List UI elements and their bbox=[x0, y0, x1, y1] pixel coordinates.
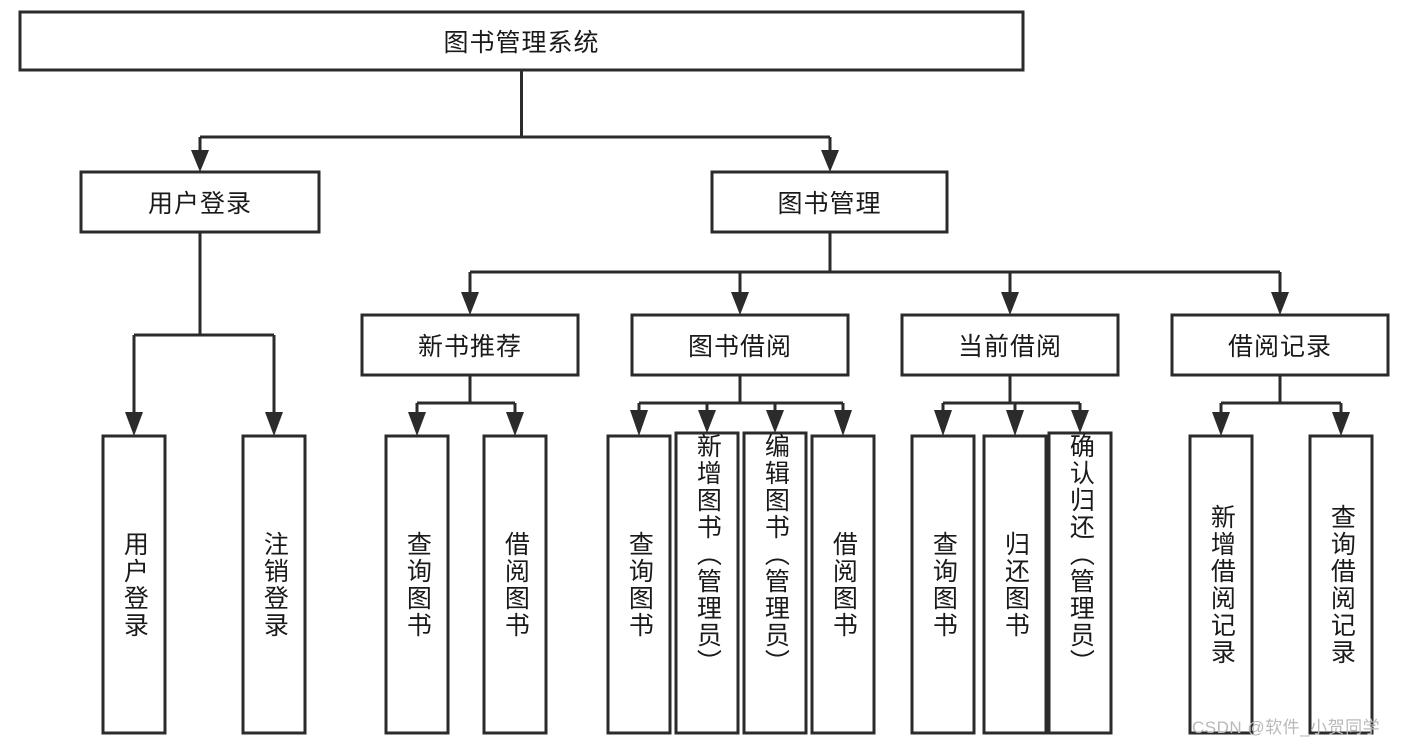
arrow-to-leaf-return-book bbox=[1006, 410, 1024, 436]
arrow-to-user-login bbox=[191, 150, 209, 172]
arrow-to-leaf-logout-login bbox=[265, 412, 283, 436]
arrow-to-borrow-records bbox=[1271, 292, 1289, 315]
csdn-watermark: CSDN @软件_小贺同学 bbox=[1192, 718, 1381, 737]
node-box-leaf-query-book-recommend[interactable] bbox=[384, 434, 450, 735]
node-box-leaf-query-book-borrow[interactable] bbox=[606, 434, 672, 735]
node-box-leaf-query-book-current[interactable] bbox=[910, 434, 976, 735]
arrow-to-leaf-query-book-current bbox=[934, 410, 952, 436]
arrow-to-leaf-user-login bbox=[125, 412, 143, 436]
node-box-leaf-add-borrow-record[interactable] bbox=[1188, 434, 1254, 735]
arrow-to-leaf-edit-book-admin bbox=[766, 410, 784, 433]
nodes-layer bbox=[18, 10, 1390, 735]
node-box-borrow-records[interactable] bbox=[1170, 313, 1390, 377]
arrow-to-leaf-query-book-borrow bbox=[630, 410, 648, 436]
node-box-book-borrow[interactable] bbox=[630, 313, 850, 377]
node-box-leaf-confirm-return-admin[interactable] bbox=[1047, 431, 1113, 735]
arrow-to-leaf-confirm-return-admin bbox=[1071, 410, 1089, 433]
node-box-root[interactable] bbox=[18, 10, 1025, 72]
node-box-leaf-borrow-book-recommend[interactable] bbox=[482, 434, 548, 735]
node-box-leaf-query-borrow-record[interactable] bbox=[1308, 434, 1374, 735]
arrow-to-book-borrow bbox=[731, 292, 749, 315]
arrow-to-leaf-query-book-recommend bbox=[408, 412, 426, 436]
node-box-leaf-user-login[interactable] bbox=[101, 434, 167, 735]
arrow-to-leaf-add-borrow-record bbox=[1212, 412, 1230, 436]
node-box-new-book-recommend[interactable] bbox=[360, 313, 580, 377]
arrow-to-book-management bbox=[821, 150, 839, 172]
arrow-to-leaf-borrow-book bbox=[834, 410, 852, 436]
node-box-leaf-edit-book-admin[interactable] bbox=[742, 431, 808, 735]
node-box-user-login[interactable] bbox=[79, 170, 321, 234]
arrow-to-current-borrow bbox=[1001, 292, 1019, 315]
node-box-leaf-return-book[interactable] bbox=[982, 434, 1048, 735]
node-box-leaf-borrow-book[interactable] bbox=[810, 434, 876, 735]
node-box-current-borrow[interactable] bbox=[900, 313, 1120, 377]
arrow-to-new-book-recommend bbox=[461, 292, 479, 315]
edges-layer bbox=[125, 70, 1350, 436]
arrow-to-leaf-borrow-book-recommend bbox=[506, 412, 524, 436]
node-box-book-management[interactable] bbox=[710, 170, 949, 234]
node-box-leaf-logout-login[interactable] bbox=[241, 434, 307, 735]
arrow-to-leaf-query-borrow-record bbox=[1332, 412, 1350, 436]
node-box-leaf-add-book-admin[interactable] bbox=[674, 431, 740, 735]
arrow-to-leaf-add-book-admin bbox=[698, 410, 716, 433]
